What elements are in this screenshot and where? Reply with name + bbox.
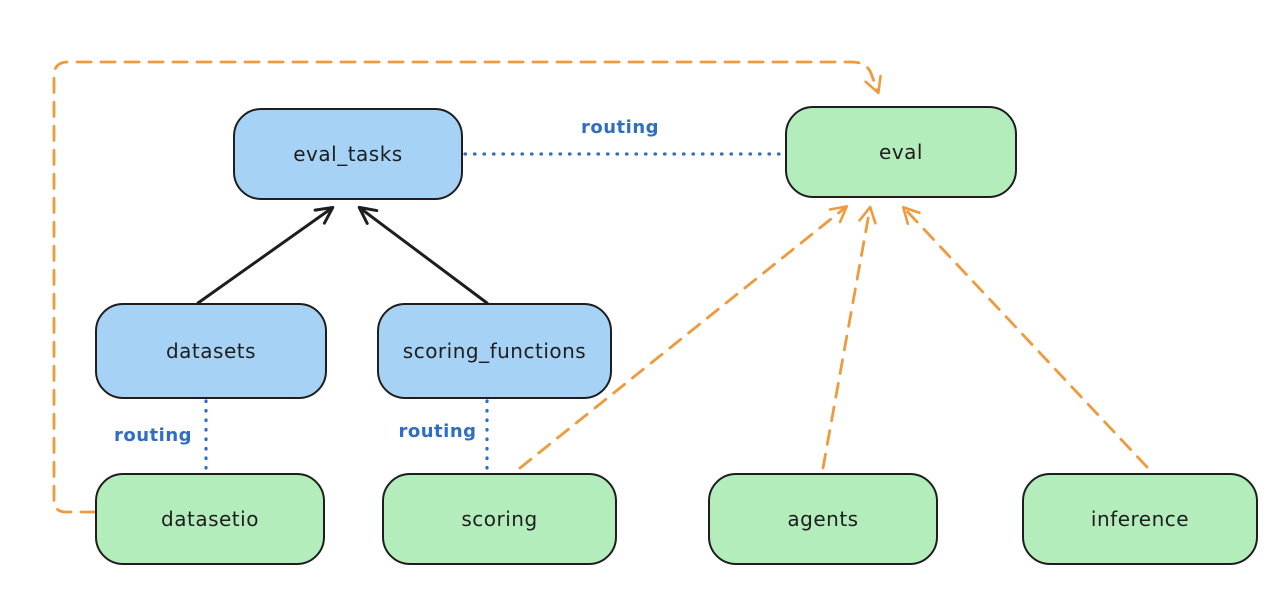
edge-scoring-to-eval [518,205,849,470]
node-datasetio: datasetio [95,473,325,565]
node-inference: inference [1022,473,1258,565]
edge-inference-to-eval [902,205,1149,469]
node-eval-tasks: eval_tasks [233,108,463,200]
edge-label-routing-mid: routing [398,421,477,442]
edge-agents-to-eval [821,205,877,470]
node-datasetio-label: datasetio [161,507,259,531]
node-agents-label: agents [787,507,859,531]
edge-datasetio-to-eval [52,60,882,514]
edge-label-routing-left: routing [113,425,193,446]
edge-datasets-to-eval-tasks [196,205,335,305]
node-agents: agents [708,473,938,565]
node-scoring: scoring [382,473,617,565]
node-scoring-label: scoring [461,507,538,531]
node-eval-tasks-label: eval_tasks [293,142,403,166]
node-datasets-label: datasets [165,339,257,363]
node-scoring-functions-label: scoring_functions [402,339,587,363]
edge-scoring-functions-to-eval-tasks [357,205,489,305]
node-inference-label: inference [1090,507,1190,531]
node-datasets: datasets [95,303,327,399]
edge-label-routing-top: routing [580,117,660,138]
node-eval: eval [785,106,1017,198]
node-eval-label: eval [879,140,923,164]
node-scoring-functions: scoring_functions [377,303,612,399]
